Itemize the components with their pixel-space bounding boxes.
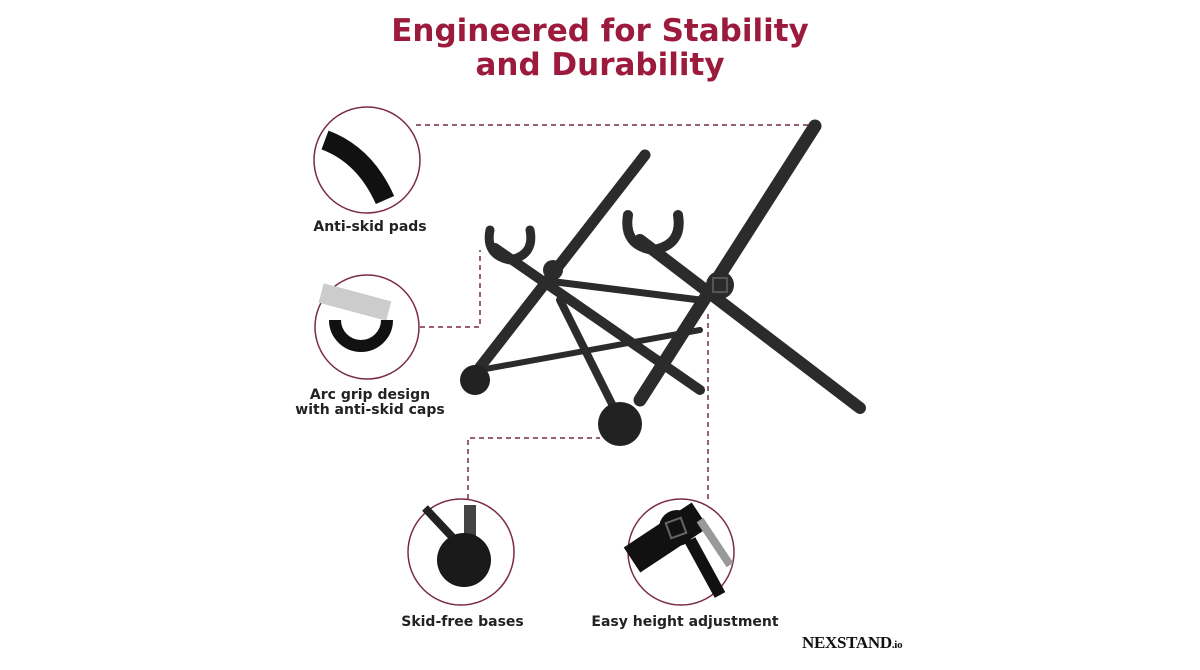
logo-brand: NEXSTAND: [802, 633, 892, 652]
title-line-2: and Durability: [475, 47, 725, 83]
callout-lines: [416, 124, 815, 499]
arc-grip-detail: [314, 274, 420, 380]
arc-grip-line-2: with anti-skid caps: [295, 402, 445, 418]
feature-label-anti-skid-pads: Anti-skid pads: [313, 219, 427, 235]
height-adjustment-detail: [623, 498, 735, 606]
page-title: Engineered for Stability and Durability: [0, 14, 1200, 82]
anti-skid-pads-detail: [313, 106, 421, 214]
feature-label-skid-free-bases: Skid-free bases: [401, 614, 524, 630]
detail-circles: [313, 106, 735, 606]
logo-suffix: .io: [891, 639, 903, 651]
arc-grip-line-1: Arc grip design: [309, 387, 431, 403]
feature-label-height-adjustment: Easy height adjustment: [591, 614, 779, 630]
title-line-1: Engineered for Stability: [391, 13, 809, 49]
laptop-stand: [460, 119, 866, 446]
brand-logo: NEXSTAND.io: [802, 633, 903, 653]
feature-label-arc-grip: Arc grip design with anti-skid caps: [285, 388, 455, 418]
skid-free-bases-detail: [407, 498, 515, 606]
